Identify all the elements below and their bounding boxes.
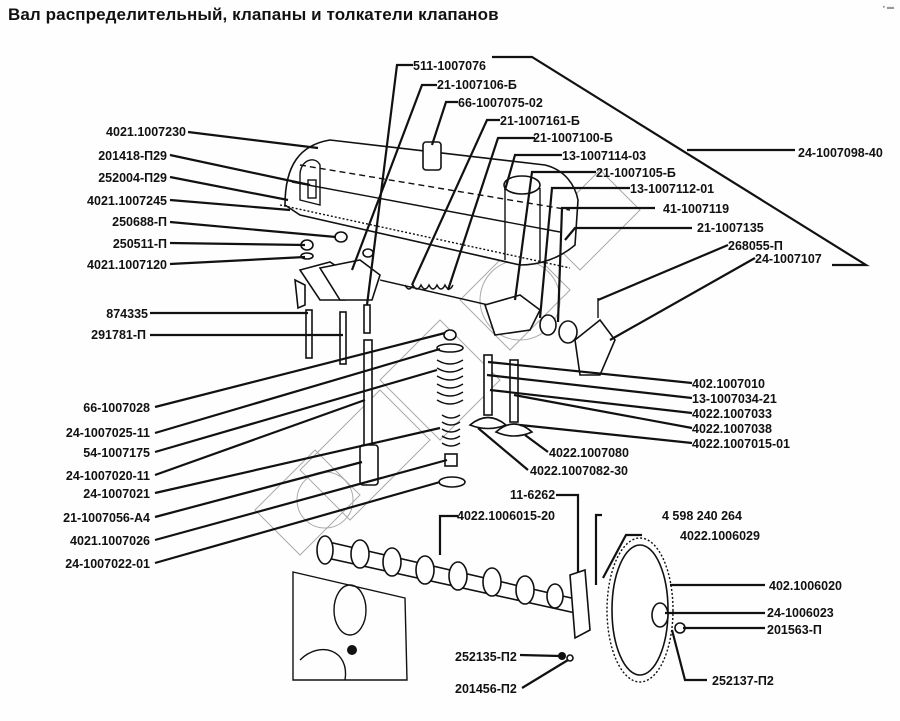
part-label: 4022.1007038 [692,422,772,436]
part-label: 21-1007105-Б [596,166,676,180]
valve-springs [436,329,466,488]
part-label: 21-1007056-А4 [63,511,150,525]
part-label: 21-1007100-Б [533,131,613,145]
part-label: 4021.1007230 [106,125,186,139]
page-title: Вал распределительный, клапаны и толкате… [8,5,499,24]
part-label: 201418-П29 [98,149,167,163]
rocker-shaft-assembly [294,259,616,376]
part-label: 402.1006020 [769,579,842,593]
part-label: 21-1007106-Б [437,78,517,92]
part-label: 252137-П2 [712,674,774,688]
part-label: 252135-П2 [455,650,517,664]
part-label: 201563-П [767,623,822,637]
part-label: 13-1007112-01 [630,182,714,196]
leader-lines [150,55,870,689]
oil-filler-neck [422,141,442,171]
part-label: 4021.1007120 [87,258,167,272]
part-label: 4022.1007015-01 [692,437,790,451]
block-inset [292,571,408,681]
part-label: 4022.1006015-20 [457,509,555,523]
part-label: 250511-П [113,237,167,251]
part-label: 66-1007075-02 [458,96,543,110]
part-label: 874335 [106,307,148,321]
part-label: 4022.1007033 [692,407,772,421]
thrust-flange [569,568,591,640]
part-label: 24-1007098-40 [798,146,883,160]
valve-cover-gasket [279,204,571,269]
part-label: 13-1007034-21 [692,392,777,406]
part-label: 24-1007020-11 [66,469,150,483]
part-label: 41-1007119 [663,202,729,216]
part-label: 21-1007135 [697,221,764,235]
camshaft [316,535,686,683]
part-label: 4022.1007082-30 [530,464,628,478]
pushrod-tappet [359,339,379,486]
part-label: 252004-П29 [98,171,167,185]
part-labels: 4021.1007230 201418-П29 252004-П29 4021.… [63,59,883,696]
part-label: 291781-П [91,328,146,342]
part-label: 250688-П [112,215,167,229]
part-label: 4022.1007080 [549,446,629,460]
part-label: 4021.1007245 [87,194,167,208]
part-label: 24-1007025-11 [66,426,150,440]
valve-cover [284,139,579,266]
valves [468,354,534,437]
part-label: 54-1007175 [83,446,150,460]
part-label: 24-1007021 [83,487,150,501]
part-label: 11-6262 [510,488,555,502]
small-nuts [558,652,574,662]
breather-neck [503,175,541,195]
part-label: 13-1007114-03 [562,149,646,163]
corner-mark: ▪ ▬ [882,4,894,11]
part-label: 402.1007010 [692,377,765,391]
part-label: 268055-П [728,239,783,253]
part-label: 4022.1006029 [680,529,760,543]
part-label: 21-1007161-Б [500,114,580,128]
part-label: 24-1007107 [755,252,822,266]
part-label: 4 598 240 264 [662,509,742,523]
part-label: 66-1007028 [83,401,150,415]
part-label: 24-1007022-01 [65,557,150,571]
part-label: 24-1006023 [767,606,834,620]
part-label: 201456-П2 [455,682,517,696]
part-label: 4021.1007026 [70,534,150,548]
part-label: 511-1007076 [413,59,486,73]
